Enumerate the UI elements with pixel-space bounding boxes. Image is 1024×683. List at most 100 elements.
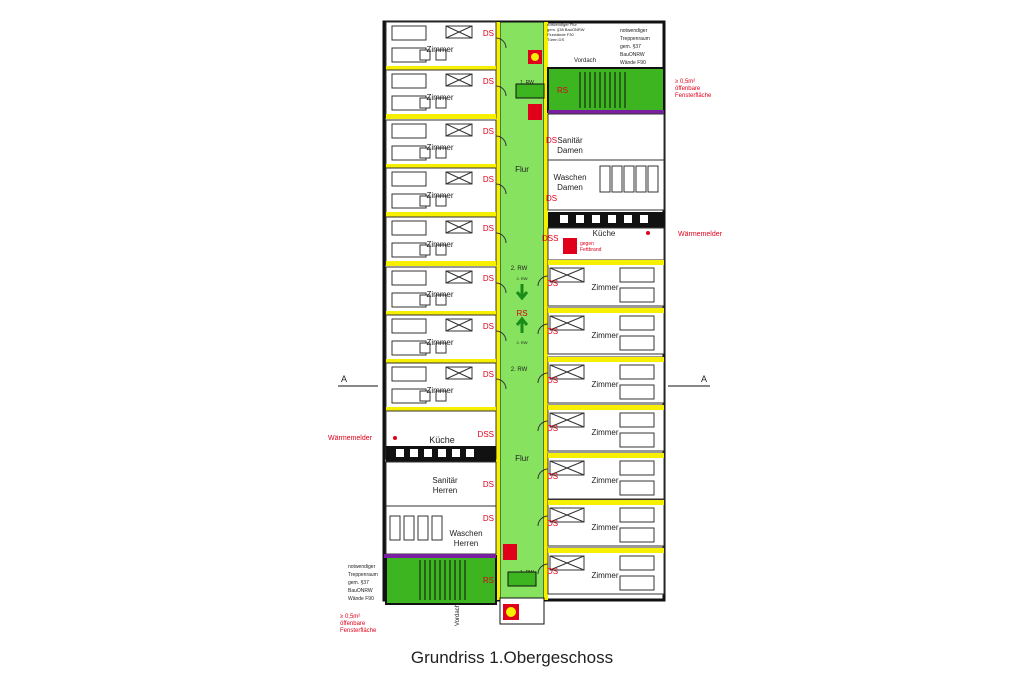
sanitary-herren-label: Herren <box>433 486 457 495</box>
door-label-ds: DS <box>547 279 558 288</box>
stove-burner <box>624 215 632 223</box>
sanitary-damen-label: Damen <box>557 146 583 155</box>
kitchen-label: Küche <box>429 435 455 445</box>
chair <box>419 147 431 159</box>
wardrobe-cross <box>549 412 585 428</box>
room-wall <box>386 359 496 364</box>
door-label-ds: DS <box>483 370 494 379</box>
room-wall <box>548 548 664 553</box>
chair <box>435 244 447 256</box>
fire-extinguisher-sign <box>528 104 542 120</box>
flur-note: Flurwände F30 <box>547 32 574 37</box>
stair-bottom <box>385 555 497 605</box>
wardrobe-cross <box>445 318 473 332</box>
stove-burner <box>560 215 568 223</box>
window-note-top: öffenbare <box>675 86 701 92</box>
escape-route-label: 2. RW <box>516 276 527 281</box>
wardrobe-cross <box>445 270 473 284</box>
arrow-down-icon <box>515 284 529 301</box>
bed <box>391 318 427 334</box>
room-label: Zimmer <box>426 45 453 54</box>
door-swing <box>537 420 549 432</box>
chair <box>419 49 431 61</box>
door-swing <box>495 85 507 97</box>
stair-note-top: Treppenraum <box>620 36 650 42</box>
stove-burner <box>424 449 432 457</box>
shower <box>417 515 429 541</box>
wardrobe-cross <box>549 364 585 380</box>
wardrobe-cross <box>549 315 585 331</box>
door-swing <box>495 330 507 342</box>
chair <box>419 97 431 109</box>
waschen-damen-label: Waschen <box>553 173 586 182</box>
room-wall <box>386 114 496 119</box>
bed <box>391 171 427 187</box>
canopy-label-top: Vordach <box>574 58 596 64</box>
stair-note-top: Wände F90 <box>620 60 646 66</box>
bed <box>619 480 655 496</box>
fire-wall <box>548 110 664 114</box>
door-swing <box>537 323 549 335</box>
stove-burner <box>466 449 474 457</box>
stair-note-top: notwendiger <box>620 28 648 34</box>
bed <box>391 366 427 382</box>
door-label-ds: DS <box>483 77 494 86</box>
bed <box>619 412 655 428</box>
door-swing <box>495 135 507 147</box>
chair <box>435 342 447 354</box>
chair <box>419 390 431 402</box>
shower <box>611 165 623 193</box>
shower <box>431 515 443 541</box>
stair-note-bottom: BauONRW <box>348 588 373 594</box>
bed <box>619 432 655 448</box>
door-label-ds: DS <box>483 514 494 523</box>
plan-caption: Grundriss 1.Obergeschoss <box>410 648 614 667</box>
corridor-wall-left <box>496 22 500 600</box>
sanitary-herren-label: Sanitär <box>432 476 458 485</box>
door-swing <box>495 232 507 244</box>
chair <box>419 195 431 207</box>
bed <box>619 507 655 523</box>
stove-burner <box>592 215 600 223</box>
bed <box>619 460 655 476</box>
canopy-label-bottom: Vordach <box>455 604 461 626</box>
window-note-bottom: öffenbare <box>340 621 366 627</box>
shower <box>623 165 635 193</box>
door-label-ds: DS <box>483 274 494 283</box>
window-note-bottom: ≥ 0,5m² <box>340 614 360 620</box>
door-swing <box>495 282 507 294</box>
room-label: Zimmer <box>591 523 618 532</box>
room-wall <box>386 164 496 169</box>
chair <box>435 195 447 207</box>
room-wall <box>386 66 496 71</box>
fire-extinguisher-sign <box>503 544 517 560</box>
room-wall <box>548 453 664 458</box>
shower <box>389 515 401 541</box>
window-note-top: Fensterfläche <box>675 93 712 99</box>
corridor-wall-right <box>544 22 548 600</box>
door-label-ds: DS <box>483 224 494 233</box>
room-label: Zimmer <box>591 476 618 485</box>
door-swing <box>537 372 549 384</box>
heat-detector-icon <box>393 436 397 440</box>
exit-sign <box>515 83 545 99</box>
bed <box>391 73 427 89</box>
bed <box>391 220 427 236</box>
stove-burner <box>438 449 446 457</box>
chair <box>435 49 447 61</box>
stair-note-bottom: Wände F90 <box>348 596 374 602</box>
heat-detector-icon <box>646 231 650 235</box>
stair-top <box>547 67 665 113</box>
stair-note-bottom: gem. §37 <box>348 580 369 586</box>
waschen-damen-label: Damen <box>557 183 583 192</box>
waschen-herren-label: Herren <box>454 539 478 548</box>
shower <box>635 165 647 193</box>
wardrobe-cross <box>445 25 473 39</box>
shower <box>403 515 415 541</box>
room-wall <box>386 407 496 412</box>
flur-note: notwendiger Flur <box>547 22 577 27</box>
door-swing <box>537 468 549 480</box>
stair-note-top: BauONRW <box>620 52 645 58</box>
wardrobe-cross <box>445 73 473 87</box>
room-label: Zimmer <box>591 428 618 437</box>
